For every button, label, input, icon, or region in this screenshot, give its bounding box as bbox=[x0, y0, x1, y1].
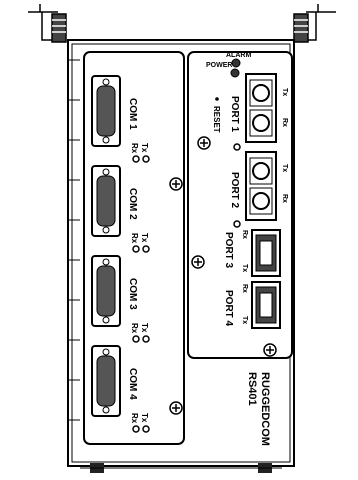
port2-led bbox=[233, 220, 241, 228]
alarm-label: ALARM bbox=[226, 52, 251, 59]
com2-tx-led bbox=[142, 245, 150, 253]
power-label: POWER bbox=[206, 62, 232, 69]
serial-port-com4[interactable] bbox=[91, 345, 121, 417]
port2-rx-label: Rx bbox=[281, 194, 288, 203]
com3-label: COM 3 bbox=[127, 278, 138, 310]
com3-rx-label: Rx bbox=[130, 323, 139, 334]
port3-tx-label: Tx bbox=[241, 264, 248, 272]
com1-rx-led bbox=[132, 155, 140, 163]
serial-port-com3[interactable] bbox=[91, 255, 121, 327]
ethernet-module-screws bbox=[191, 136, 277, 357]
port3-rx-label: Rx bbox=[241, 230, 248, 239]
port1-led bbox=[233, 143, 241, 151]
com2-label: COM 2 bbox=[127, 188, 138, 220]
com2-leds: Tx Rx bbox=[130, 233, 150, 253]
port4-label: PORT 4 bbox=[223, 290, 234, 327]
com2-tx-label: Tx bbox=[140, 233, 149, 243]
port4-tx-label: Tx bbox=[241, 316, 248, 324]
com4-leds: Tx Rx bbox=[130, 413, 150, 433]
port2-tx-label: Tx bbox=[281, 164, 288, 172]
com4-rx-led bbox=[132, 425, 140, 433]
com1-rx-label: Rx bbox=[130, 143, 139, 154]
mounting-bracket-right bbox=[293, 4, 336, 43]
reset-label: RESET bbox=[212, 106, 221, 133]
fiber-port-2[interactable] bbox=[245, 151, 277, 221]
mounting-bracket-left bbox=[28, 4, 67, 43]
serial-module-screws bbox=[169, 177, 183, 415]
rj45-port-4[interactable] bbox=[251, 281, 281, 329]
port2-label: PORT 2 bbox=[229, 172, 240, 209]
model-label: RS401 bbox=[246, 372, 258, 406]
port1-label: PORT 1 bbox=[229, 96, 240, 133]
brand-label: RUGGEDCOM bbox=[259, 372, 271, 446]
port4-rx-label: Rx bbox=[241, 284, 248, 293]
com4-label: COM 4 bbox=[127, 368, 138, 400]
com2-rx-led bbox=[132, 245, 140, 253]
com4-rx-label: Rx bbox=[130, 413, 139, 424]
com3-tx-label: Tx bbox=[140, 323, 149, 333]
com4-tx-label: Tx bbox=[140, 413, 149, 423]
port3-label: PORT 3 bbox=[223, 232, 234, 269]
com3-rx-led bbox=[132, 335, 140, 343]
rj45-port-3[interactable] bbox=[251, 229, 281, 277]
alarm-led bbox=[231, 58, 241, 68]
serial-port-com2[interactable] bbox=[91, 165, 121, 237]
port1-rx-label: Rx bbox=[281, 118, 288, 127]
fiber-port-1[interactable] bbox=[245, 73, 277, 143]
com1-tx-label: Tx bbox=[140, 143, 149, 153]
com2-rx-label: Rx bbox=[130, 233, 139, 244]
com3-tx-led bbox=[142, 335, 150, 343]
port1-tx-label: Tx bbox=[281, 88, 288, 96]
com1-label: COM 1 bbox=[127, 98, 138, 130]
com1-leds: Tx Rx bbox=[130, 143, 150, 163]
com4-tx-led bbox=[142, 425, 150, 433]
reset-button[interactable] bbox=[215, 97, 219, 101]
com1-tx-led bbox=[142, 155, 150, 163]
serial-port-com1[interactable] bbox=[91, 75, 121, 147]
com3-leds: Tx Rx bbox=[130, 323, 150, 343]
power-led bbox=[230, 68, 240, 78]
